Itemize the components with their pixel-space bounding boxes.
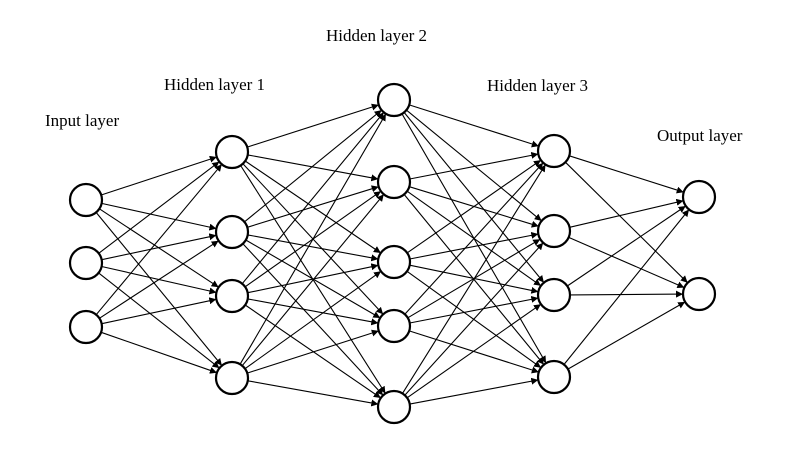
connection-hidden2-4-to-hidden3-1 [404,162,544,315]
neuron-hidden3-4 [536,359,572,395]
connection-input-1-to-hidden1-1 [101,155,217,196]
neuron-input-1 [68,182,104,218]
connection-hidden3-3-to-output-2 [569,290,684,298]
connection-hidden2-4-to-hidden3-3 [409,295,539,324]
connection-input-2-to-hidden1-4 [98,272,220,369]
neuron-hidden1-4 [214,360,250,396]
connection-hidden2-1-to-hidden3-2 [406,109,542,222]
connection-hidden1-4-to-hidden2-1 [239,113,387,365]
connection-hidden1-4-to-hidden2-3 [244,270,382,370]
connection-hidden3-3-to-output-1 [566,205,687,287]
connection-input-1-to-hidden1-2 [101,202,217,231]
neuron-hidden1-1 [214,134,250,170]
connection-hidden1-1-to-hidden2-2 [247,154,379,182]
neuron-output-1 [681,179,717,215]
connection-hidden3-2-to-output-2 [568,236,685,289]
connection-hidden1-3-to-hidden2-4 [247,298,379,326]
connection-hidden2-3-to-hidden3-1 [406,159,542,254]
layer-label-hidden-3: Hidden layer 3 [487,76,588,95]
connection-hidden1-4-to-hidden2-4 [247,329,379,374]
neuron-output-2 [681,276,717,312]
connection-hidden1-2-to-hidden2-1 [244,109,382,223]
connection-hidden2-5-to-hidden3-2 [404,242,544,396]
connection-hidden2-5-to-hidden3-3 [406,303,542,399]
connection-hidden1-3-to-hidden2-1 [241,111,385,285]
connection-hidden3-1-to-output-2 [565,161,688,284]
neuron-hidden3-2 [536,213,572,249]
connection-hidden1-4-to-hidden2-5 [247,380,379,407]
connection-hidden2-3-to-hidden3-2 [409,231,539,260]
connections [95,103,690,407]
neurons [68,82,717,425]
connection-input-1-to-hidden1-4 [95,212,223,366]
connection-hidden2-2-to-hidden3-1 [409,151,539,180]
connection-hidden1-3-to-hidden2-3 [247,263,379,294]
connection-hidden1-2-to-hidden2-3 [247,234,379,262]
connection-hidden3-1-to-output-1 [569,155,684,194]
connection-input-3-to-hidden1-3 [101,297,217,325]
neuron-hidden2-4 [376,308,412,344]
neuron-hidden1-3 [214,278,250,314]
neuron-input-2 [68,245,104,281]
neuron-hidden3-3 [536,277,572,313]
connection-hidden1-4-to-hidden2-2 [241,193,385,367]
neuron-hidden2-3 [376,244,412,280]
connection-hidden3-2-to-output-1 [569,198,684,228]
neuron-hidden2-5 [376,389,412,425]
connection-input-2-to-hidden1-1 [98,161,220,254]
neuron-hidden2-2 [376,164,412,200]
connection-hidden1-2-to-hidden2-2 [247,185,379,228]
connection-hidden3-4-to-output-2 [567,301,686,370]
neuron-hidden2-1 [376,82,412,118]
layer-label-hidden-1: Hidden layer 1 [164,75,265,94]
connection-input-2-to-hidden1-2 [101,233,217,261]
connection-hidden2-1-to-hidden3-3 [403,112,545,283]
neuron-input-3 [68,309,104,345]
connection-hidden2-5-to-hidden3-4 [409,377,539,405]
connection-input-3-to-hidden1-1 [95,163,223,316]
connection-hidden1-1-to-hidden2-1 [247,103,379,148]
connection-input-3-to-hidden1-2 [99,240,219,319]
connection-hidden2-5-to-hidden3-1 [402,164,546,394]
layer-label-output: Output layer [657,126,743,145]
neuron-hidden1-2 [214,214,250,250]
connection-hidden3-4-to-output-1 [563,209,690,365]
connection-input-3-to-hidden1-4 [100,331,218,374]
connection-hidden2-1-to-hidden3-1 [409,104,539,148]
layer-label-hidden-2: Hidden layer 2 [326,26,427,45]
neuron-hidden3-1 [536,133,572,169]
layer-label-input: Input layer [45,111,119,130]
